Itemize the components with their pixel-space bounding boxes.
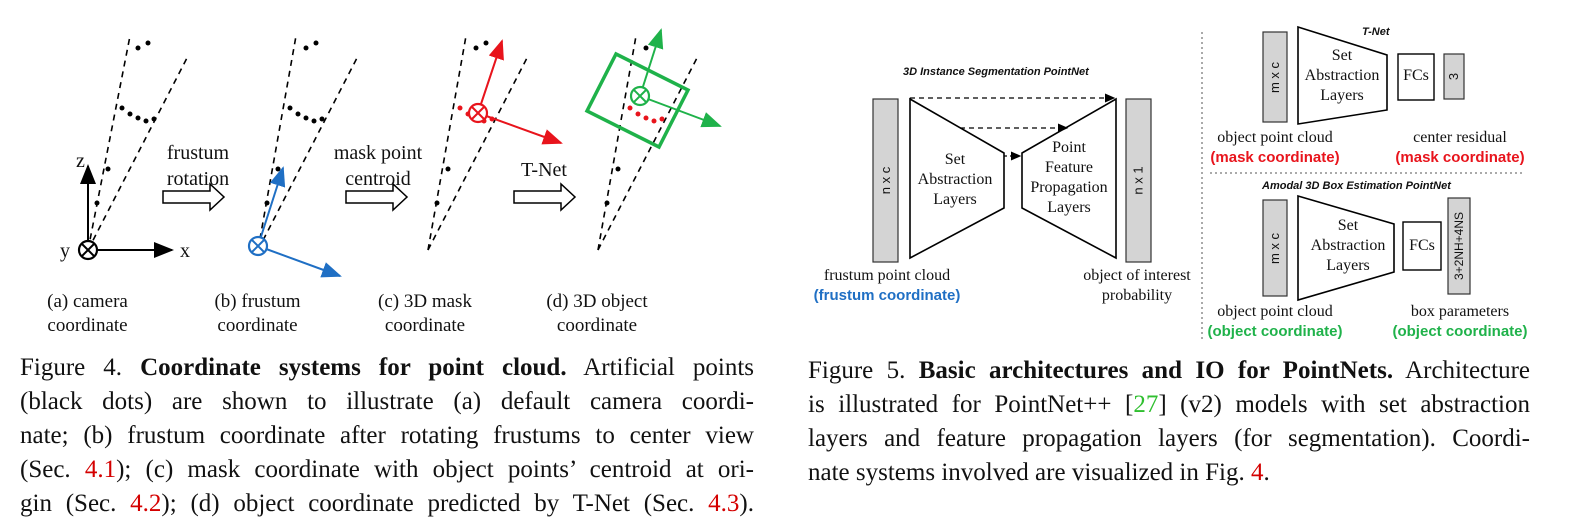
panel-d-frustum <box>584 28 722 251</box>
tnet-network <box>1262 25 1465 125</box>
box-output-label: box parameters (object coordinate) <box>1392 303 1528 340</box>
box-title: Amodal 3D Box Estimation PointNet <box>1262 180 1451 192</box>
ref-sec-4-2[interactable]: 4.2 <box>130 490 162 517</box>
tnet-output-box: 3 <box>1446 72 1462 81</box>
tnet-fcs-label: FCs <box>1403 67 1429 84</box>
seg-output-box: n x 1 <box>1131 166 1146 195</box>
axis-label-y: y <box>60 240 70 262</box>
figure4-caption: Figure 4. Coordinate systems for point c… <box>20 354 755 517</box>
hollow-arrow-2 <box>345 182 409 212</box>
box-network <box>1262 194 1471 302</box>
hollow-arrow-1 <box>162 182 226 212</box>
seg-input-label: frustum point cloud (frustum coordinate) <box>813 267 961 304</box>
ref-sec-4-1[interactable]: 4.1 <box>84 456 117 483</box>
box-output-box: 3+2NH+4NS <box>1452 211 1467 281</box>
seg-network <box>872 93 1152 263</box>
tnet-input-box: m x c <box>1267 61 1283 93</box>
panel-a-axes <box>77 164 174 261</box>
tnet-input-label: object point cloud (mask coordinate) <box>1210 129 1340 166</box>
panel-b-frustum <box>247 35 359 278</box>
tnet-title: T-Net <box>1362 26 1390 38</box>
ref-sec-4-3[interactable]: 4.3 <box>708 490 740 517</box>
ref-fig-4[interactable]: 4 <box>1250 459 1264 486</box>
box-input-label: object point cloud (object coordinate) <box>1207 303 1343 340</box>
panel-a-frustum <box>87 35 189 251</box>
box-input-box: m x c <box>1267 232 1283 264</box>
axis-label-z: z <box>76 150 85 172</box>
figure5-caption: Figure 5. Basic architectures and IO for… <box>808 357 1531 486</box>
panel-c-frustum <box>427 35 563 251</box>
box-fcs-label: FCs <box>1409 237 1435 254</box>
ref-27[interactable]: 27 <box>1133 391 1159 418</box>
axis-label-x: x <box>180 240 190 262</box>
arrow-label-tnet: T-Net <box>521 159 567 181</box>
tnet-output-label: center residual (mask coordinate) <box>1395 129 1525 166</box>
seg-title: 3D Instance Segmentation PointNet <box>903 66 1089 78</box>
seg-input-box: n x c <box>878 166 893 195</box>
hollow-arrow-3 <box>513 182 577 212</box>
